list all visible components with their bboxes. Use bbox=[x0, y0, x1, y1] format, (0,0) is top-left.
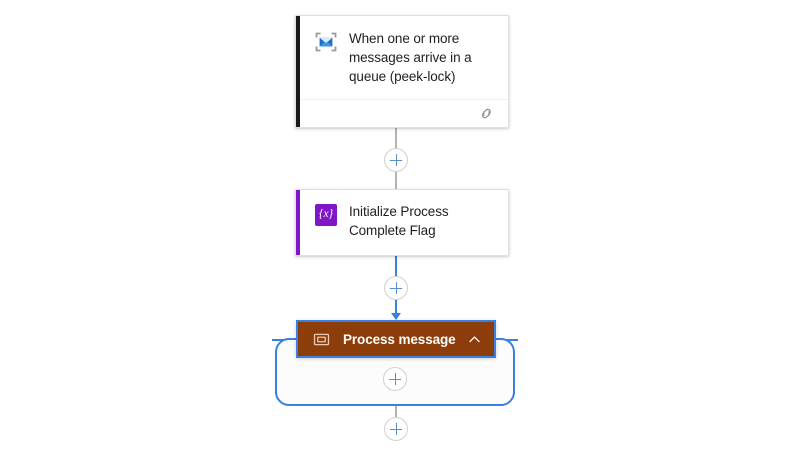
variable-icon-glyph: {x} bbox=[315, 204, 337, 226]
node-process-message-scope: Process message bbox=[275, 320, 515, 406]
add-step-after-scope-button[interactable] bbox=[384, 417, 408, 441]
scope-header-title: Process message bbox=[343, 331, 456, 347]
connector-trigger-to-initialize-upper bbox=[395, 128, 397, 150]
add-step-after-trigger-button[interactable] bbox=[384, 148, 408, 172]
add-step-after-initialize-button[interactable] bbox=[384, 276, 408, 300]
trigger-card-body: When one or more messages arrive in a qu… bbox=[296, 16, 508, 99]
initialize-card-body: {x} Initialize Process Complete Flag bbox=[296, 190, 508, 255]
connector-initialize-to-scope-upper bbox=[395, 256, 397, 278]
initialize-card-title: Initialize Process Complete Flag bbox=[349, 204, 449, 238]
initialize-accent-bar bbox=[296, 190, 300, 255]
connector-trigger-to-initialize-lower bbox=[395, 172, 397, 189]
node-trigger-when-messages-arrive[interactable]: When one or more messages arrive in a qu… bbox=[295, 15, 509, 128]
variable-braces-icon: {x} bbox=[314, 203, 338, 227]
scope-header-process-message[interactable]: Process message bbox=[296, 320, 496, 358]
trigger-card-footer bbox=[301, 99, 508, 127]
link-chain-icon[interactable] bbox=[478, 105, 495, 122]
connector-after-scope bbox=[395, 406, 397, 418]
trigger-accent-bar bbox=[296, 16, 300, 127]
service-bus-envelope-icon bbox=[314, 30, 338, 54]
node-initialize-process-complete-flag[interactable]: {x} Initialize Process Complete Flag bbox=[295, 189, 509, 256]
add-step-inside-scope-button[interactable] bbox=[383, 367, 407, 391]
connector-initialize-to-scope-lower bbox=[395, 300, 397, 314]
chevron-up-icon[interactable] bbox=[466, 331, 482, 347]
connector-arrow-into-scope bbox=[391, 313, 401, 320]
trigger-card-title: When one or more messages arrive in a qu… bbox=[349, 31, 472, 84]
scope-rectangle-icon bbox=[312, 330, 330, 348]
